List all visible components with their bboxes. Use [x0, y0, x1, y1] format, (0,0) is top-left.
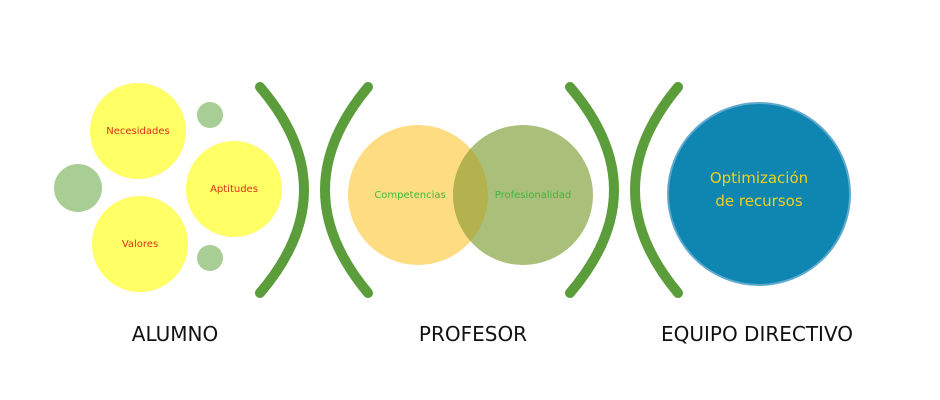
directivo-circle	[667, 102, 851, 286]
bracket-right-2	[565, 82, 619, 298]
necesidades-circle	[90, 83, 186, 179]
valores-label: Valores	[122, 239, 158, 250]
small-green-circle-left	[54, 164, 102, 212]
bracket-right-1	[255, 82, 309, 298]
profesionalidad-circle	[453, 125, 593, 265]
profesionalidad-label: Profesionalidad	[495, 190, 572, 201]
alumno-group: Necesidades Aptitudes Valores	[54, 83, 282, 292]
bracket-left-2	[630, 82, 683, 298]
competencias-label: Competencias	[374, 190, 445, 201]
alumno-label: ALUMNO	[132, 322, 218, 346]
optimizacion-line2: de recursos	[715, 192, 802, 210]
competencias-circle	[348, 125, 488, 265]
small-green-circle-top	[197, 102, 223, 128]
aptitudes-label: Aptitudes	[210, 184, 258, 195]
aptitudes-circle	[186, 141, 282, 237]
profesor-group: Competencias Profesionalidad	[348, 125, 593, 265]
profesor-label: PROFESOR	[419, 322, 527, 346]
small-green-circle-bottom	[197, 245, 223, 271]
optimizacion-line1: Optimización	[710, 169, 808, 187]
necesidades-label: Necesidades	[106, 126, 169, 137]
bracket-left-1	[320, 82, 373, 298]
equipo-directivo-label: EQUIPO DIRECTIVO	[661, 322, 853, 346]
valores-circle	[92, 196, 188, 292]
equipo-group: Optimización de recursos	[667, 102, 851, 286]
